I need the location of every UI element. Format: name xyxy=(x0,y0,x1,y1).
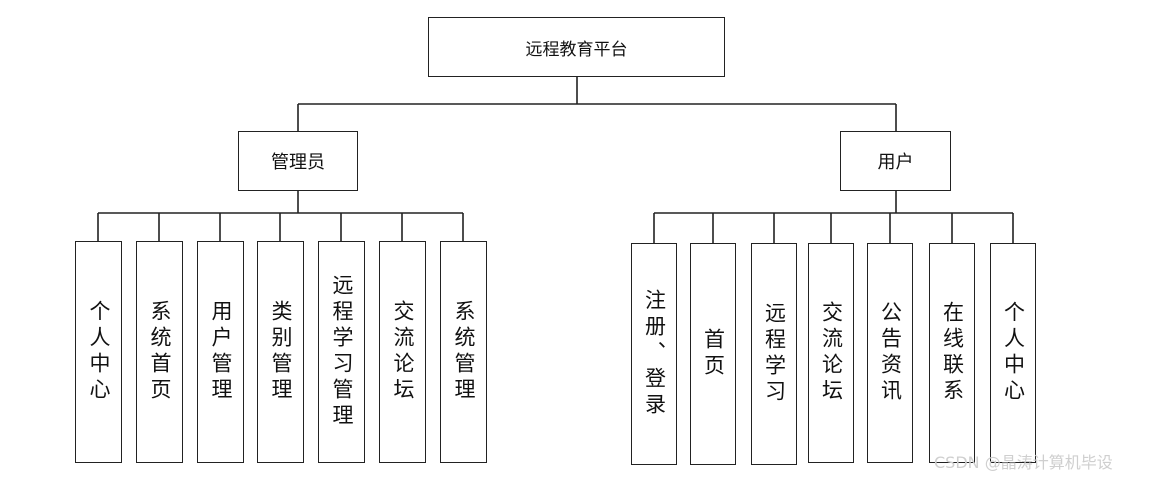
user-node-label: 用户 xyxy=(877,152,914,173)
user-module-node: 交流论坛 xyxy=(808,243,854,463)
root-node-label: 远程教育平台 xyxy=(525,39,628,60)
admin-module-node: 用户管理 xyxy=(197,241,244,463)
module-label: 首页 xyxy=(701,328,726,380)
admin-module-node: 交流论坛 xyxy=(379,241,426,463)
module-label: 远程学习 xyxy=(762,302,787,406)
admin-module-node: 远程学习管理 xyxy=(318,241,365,463)
user-module-node: 首页 xyxy=(690,243,736,465)
admin-module-node: 系统首页 xyxy=(136,241,183,463)
user-module-node: 个人中心 xyxy=(990,243,1036,463)
user-module-node: 在线联系 xyxy=(929,243,975,463)
user-node: 用户 xyxy=(840,131,951,191)
user-module-node: 注册、登录 xyxy=(631,243,677,465)
module-label: 系统管理 xyxy=(452,300,476,404)
module-label: 公告资讯 xyxy=(878,301,903,405)
module-label: 注册、登录 xyxy=(642,289,667,419)
admin-module-node: 类别管理 xyxy=(257,241,304,463)
module-label: 个人中心 xyxy=(87,300,111,404)
module-label: 系统首页 xyxy=(148,300,172,404)
module-label: 远程学习管理 xyxy=(330,274,354,430)
user-module-node: 远程学习 xyxy=(751,243,797,465)
admin-module-node: 个人中心 xyxy=(75,241,122,463)
user-module-node: 公告资讯 xyxy=(867,243,913,463)
root-node: 远程教育平台 xyxy=(428,17,725,77)
admin-node: 管理员 xyxy=(238,131,358,191)
module-label: 个人中心 xyxy=(1001,301,1026,405)
module-label: 交流论坛 xyxy=(819,301,844,405)
module-label: 在线联系 xyxy=(940,301,965,405)
watermark-text: CSDN @晶涛计算机毕设 xyxy=(934,453,1113,472)
admin-module-node: 系统管理 xyxy=(440,241,487,463)
module-label: 交流论坛 xyxy=(391,300,415,404)
module-label: 用户管理 xyxy=(209,300,233,404)
admin-node-label: 管理员 xyxy=(271,152,325,173)
module-label: 类别管理 xyxy=(269,300,293,404)
